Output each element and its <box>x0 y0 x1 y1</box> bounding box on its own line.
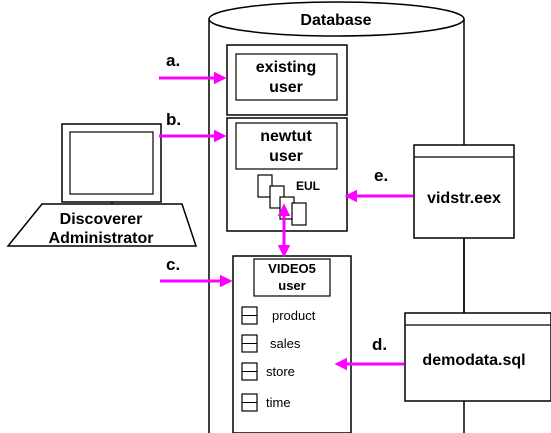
table-item-time: time <box>241 393 291 412</box>
video5-user-label-line2: user <box>278 278 305 293</box>
newtut-user-schema: newtut user EUL <box>226 117 348 232</box>
step-label-b: b. <box>166 110 181 129</box>
existing-user-label-line2: user <box>269 79 303 96</box>
table-name: store <box>266 364 295 379</box>
demodata-file: demodata.sql <box>404 312 551 402</box>
step-label-d: d. <box>372 335 387 354</box>
table-item-store: store <box>241 362 295 381</box>
newtut-user-label-line1: newtut <box>260 128 312 145</box>
admin-label-line1: Discoverer <box>60 211 143 228</box>
table-name: sales <box>270 336 301 351</box>
step-label-e: e. <box>374 166 388 185</box>
table-item-sales: sales <box>241 334 301 353</box>
database-label: Database <box>300 12 371 29</box>
video5-user-schema: VIDEO5 user product sales store time <box>232 255 352 433</box>
step-label-c: c. <box>166 255 180 274</box>
vidstr-label: vidstr.eex <box>427 190 501 207</box>
existing-user-label-line1: existing <box>256 59 316 76</box>
eul-label: EUL <box>296 179 320 193</box>
table-name: product <box>272 308 316 323</box>
computer-icon <box>6 123 198 247</box>
step-label-a: a. <box>166 51 180 70</box>
database-cylinder: Database <box>208 1 465 433</box>
video5-user-label-line1: VIDEO5 <box>268 261 316 276</box>
vidstr-file: vidstr.eex <box>413 144 515 239</box>
table-name: time <box>266 395 291 410</box>
admin-label-line2: Administrator <box>49 230 154 247</box>
table-item-product: product <box>241 306 316 325</box>
existing-user-schema: existing user <box>226 44 348 116</box>
newtut-user-label-line2: user <box>269 148 303 165</box>
demodata-label: demodata.sql <box>422 352 525 369</box>
